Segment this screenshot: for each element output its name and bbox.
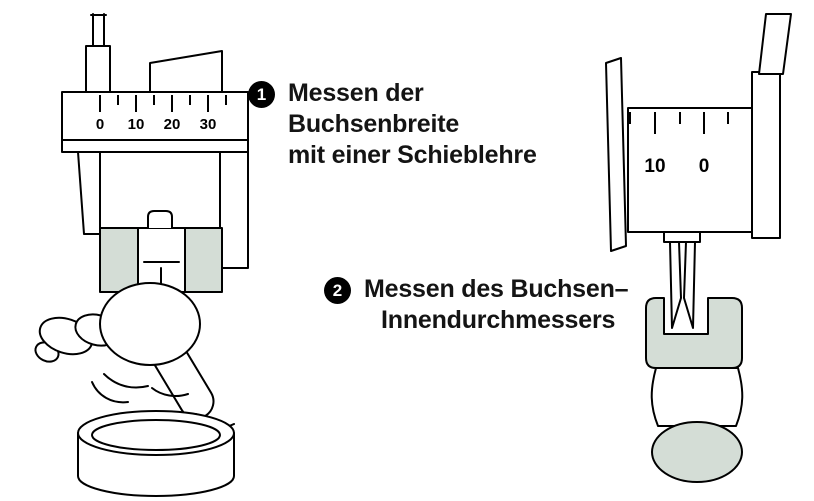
caliper-slider-column [149, 50, 223, 93]
left-illustration: 0 10 20 30 [34, 13, 249, 497]
step-1-callout: 1 Messen der Buchsenbreite mit einer Sch… [248, 78, 537, 171]
base-cylinder-top [77, 410, 235, 456]
caliper-top-rod [758, 13, 792, 75]
step-2-badge: 2 [324, 277, 351, 304]
step-1-text: Messen der Buchsenbreite mit einer Schie… [288, 78, 537, 171]
step-2-line-1: Messen des Buchsen– [364, 275, 629, 303]
step-1-line-2: Buchsenbreite [288, 110, 460, 138]
caliper-fixed-jaw [77, 151, 101, 235]
vernier-label-10: 10 [644, 156, 665, 177]
caliper-vertical-beam [751, 71, 781, 239]
handle-ball [99, 282, 201, 366]
clamp-top-tab [147, 210, 173, 228]
step-2-line-2: Innendurchmessers [381, 306, 616, 334]
bushing-right-end [184, 227, 223, 293]
caliper-body [627, 107, 753, 233]
vernier-minor-ticks [629, 112, 729, 124]
step-1-line-3: mit einer Schieblehre [288, 141, 537, 169]
vernier-major-ticks [654, 112, 705, 134]
inside-jaw-right [683, 241, 696, 329]
step-1-badge: 1 [248, 81, 275, 108]
vernier-label-0: 0 [699, 156, 710, 177]
bushing-left-end [99, 227, 139, 293]
scale-minor-ticks [117, 95, 227, 105]
right-illustration: 10 0 [605, 13, 792, 483]
scale-label-20: 20 [164, 116, 181, 133]
scale-label-10: 10 [128, 116, 145, 133]
scale-major-ticks [99, 95, 209, 112]
tube-bottom-end [651, 421, 743, 483]
scale-label-0: 0 [96, 116, 104, 133]
caliper-left-column [85, 45, 111, 93]
caliper-top-stub [90, 13, 107, 47]
inside-jaw-left [669, 241, 682, 329]
prong-collar [663, 231, 701, 243]
scale-label-30: 30 [200, 116, 217, 133]
step-1-line-1: Messen der [288, 79, 424, 107]
step-2-callout: 2 Messen des Buchsen– Innendurchmessers [324, 274, 629, 336]
handle-contour-lines [91, 373, 235, 428]
caliper-side-plate [605, 57, 627, 252]
caliper-lower-rail [61, 139, 249, 153]
tube-neck [650, 367, 744, 427]
caliper-sliding-jaw [219, 151, 249, 269]
step-2-text: Messen des Buchsen– Innendurchmessers [364, 274, 629, 336]
base-cylinder-inner-rim [91, 419, 221, 451]
